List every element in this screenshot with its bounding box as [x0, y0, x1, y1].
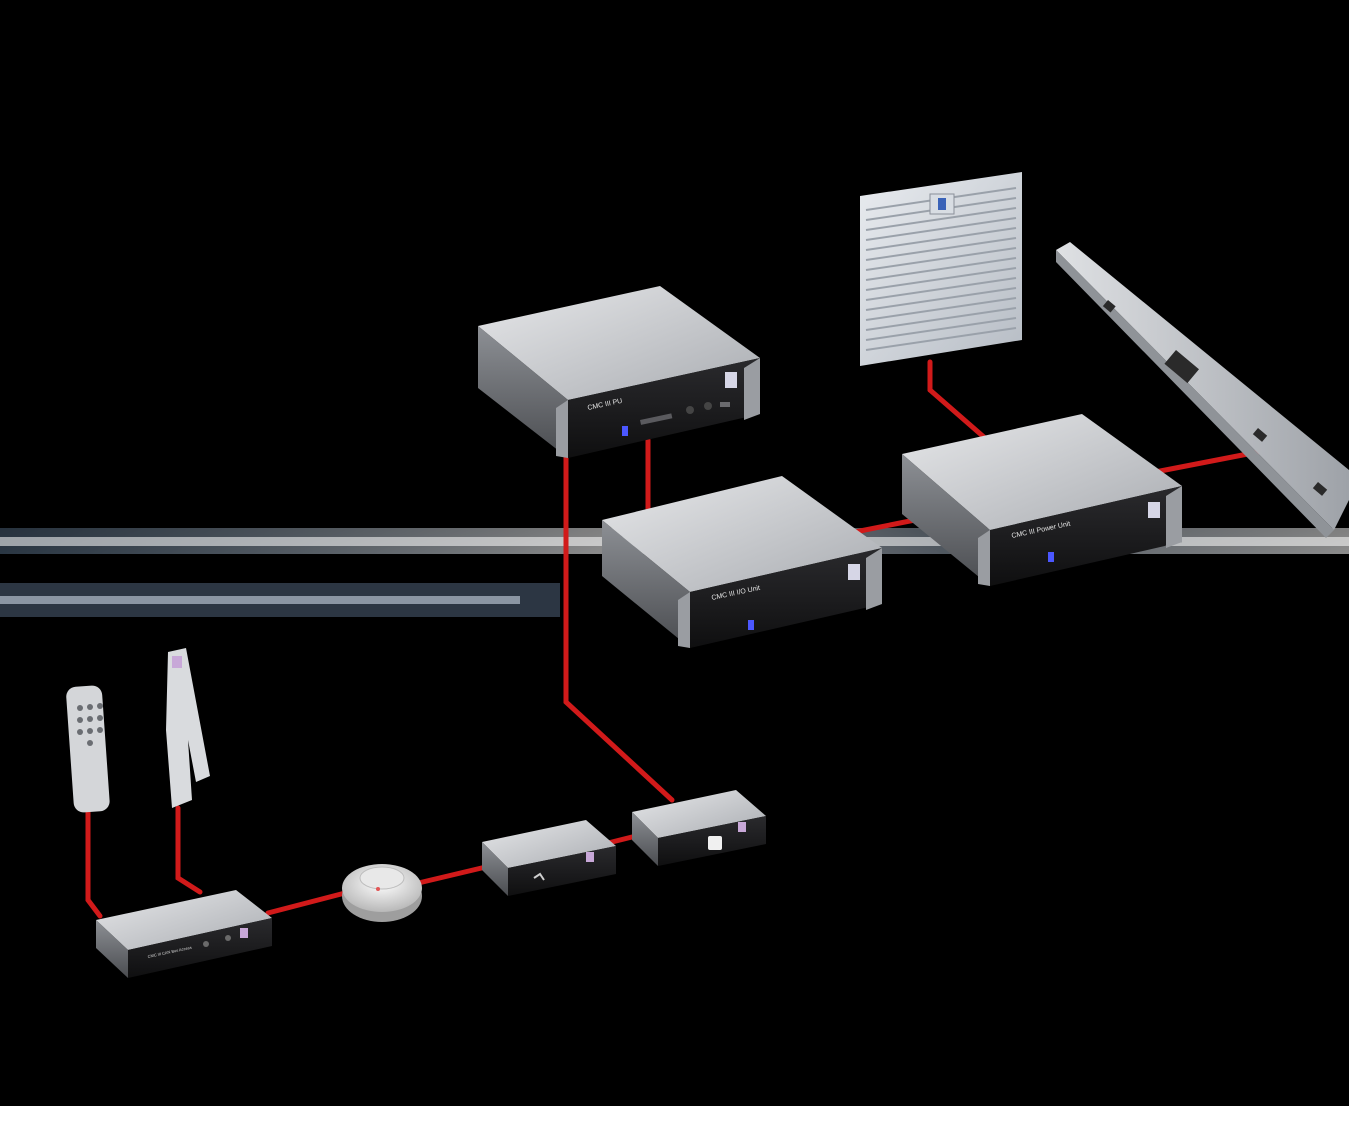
can-bus-access: CMC III CAN Bus Access [96, 890, 272, 978]
door-handle-icon [166, 648, 210, 808]
status-led [622, 426, 628, 436]
keypad-icon [66, 685, 110, 813]
io-unit: CMC III I/O Unit [602, 476, 882, 648]
cable-door-handle [175, 805, 203, 895]
fan-filter-icon [860, 172, 1022, 366]
connector-port [686, 406, 694, 414]
usb-port [720, 402, 730, 407]
logo-badge [1148, 502, 1160, 518]
cable-power-unit-to-rail [1147, 449, 1261, 476]
bottom-strip [0, 1106, 1349, 1126]
temperature-sensor-icon [482, 820, 616, 896]
cable-can-to-smoke [265, 890, 348, 916]
rail-icon [1056, 242, 1349, 538]
status-led [1048, 552, 1054, 562]
connector-port [704, 402, 712, 410]
status-led [748, 620, 754, 630]
logo-badge [848, 564, 860, 580]
cable-keypad [85, 809, 103, 919]
smoke-detector-icon [342, 864, 422, 922]
access-sensor-icon [632, 790, 766, 866]
cable-smoke-to-temp [407, 863, 493, 888]
cable-fan-to-power-unit [927, 387, 988, 441]
sd-card-slot [640, 413, 673, 425]
logo-badge [725, 372, 737, 388]
processing-unit: CMC III PU [478, 286, 760, 458]
power-unit: CMC III Power Unit [902, 414, 1182, 586]
cable-pu-to-access-sensor [563, 449, 675, 803]
